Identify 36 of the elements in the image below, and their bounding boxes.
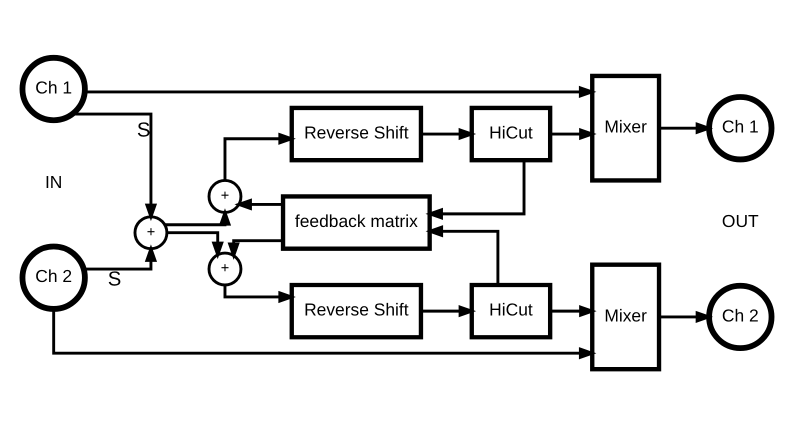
- node-circle: +: [134, 214, 168, 250]
- node-box: Mixer: [590, 262, 662, 371]
- node-circle: Ch 1: [706, 94, 774, 162]
- arrow: [234, 198, 283, 210]
- arrow: [228, 238, 283, 260]
- node-box: Reverse Shift: [290, 282, 424, 339]
- node-circle: Ch 2: [20, 243, 88, 312]
- node-box: feedback matrix: [280, 194, 432, 250]
- arrow: [659, 122, 714, 134]
- arrow: [426, 224, 500, 284]
- arrow: [224, 285, 296, 303]
- arrow: [165, 208, 232, 226]
- arrow: [550, 304, 597, 317]
- arrow: [52, 308, 596, 359]
- node-circle: +: [208, 178, 242, 214]
- arrow: [659, 310, 714, 323]
- arrow: [550, 127, 597, 140]
- arrow: [224, 132, 296, 180]
- node-box: HiCut: [470, 282, 552, 339]
- node-circle: Ch 1: [20, 54, 88, 123]
- node-circle: +: [208, 251, 242, 286]
- arrow: [72, 112, 158, 221]
- arrow: [84, 85, 596, 98]
- edge-label: S: [136, 119, 150, 142]
- arrow: [84, 244, 158, 270]
- node-circle: Ch 2: [706, 282, 774, 351]
- arrow: [421, 127, 476, 140]
- node-box: Reverse Shift: [290, 105, 424, 162]
- arrow: [421, 304, 476, 317]
- arrow: [426, 160, 526, 220]
- label: IN: [44, 171, 62, 192]
- node-box: Mixer: [590, 73, 662, 182]
- edge-label: S: [108, 268, 122, 290]
- node-box: HiCut: [470, 105, 552, 162]
- label: OUT: [722, 210, 759, 231]
- arrow: [167, 230, 224, 259]
